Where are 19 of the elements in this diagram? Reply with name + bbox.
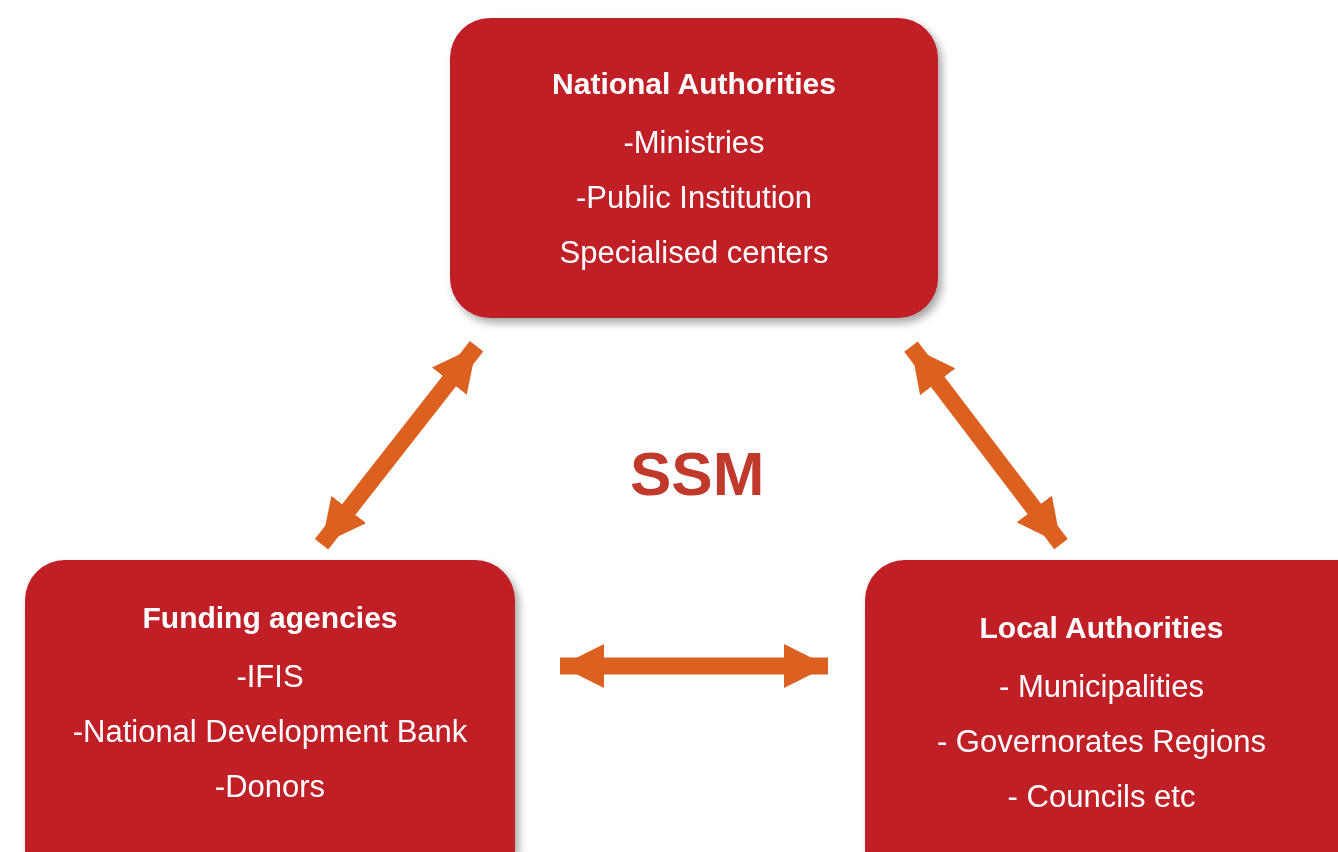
list-item: - Councils etc xyxy=(1007,778,1196,816)
double-arrow xyxy=(560,643,828,689)
list-item: -Donors xyxy=(214,768,326,806)
double-arrow xyxy=(314,341,484,550)
list-item: - Governorates Regions xyxy=(936,723,1267,761)
list-item: Specialised centers xyxy=(559,234,829,272)
center-label: SSM xyxy=(630,438,765,509)
list-item: -Ministries xyxy=(623,124,765,162)
list-item: -National Development Bank xyxy=(72,713,468,751)
box-heading: Local Authorities xyxy=(979,610,1224,646)
list-item: - Municipalities xyxy=(999,668,1204,706)
box-heading: Funding agencies xyxy=(142,600,398,636)
rounded-box xyxy=(450,18,938,318)
rounded-box xyxy=(25,560,515,852)
rounded-box xyxy=(865,560,1338,852)
list-item: -Public Institution xyxy=(575,179,813,217)
list-item: -IFIS xyxy=(236,658,304,696)
box-heading: National Authorities xyxy=(552,66,836,102)
double-arrow xyxy=(904,341,1068,550)
